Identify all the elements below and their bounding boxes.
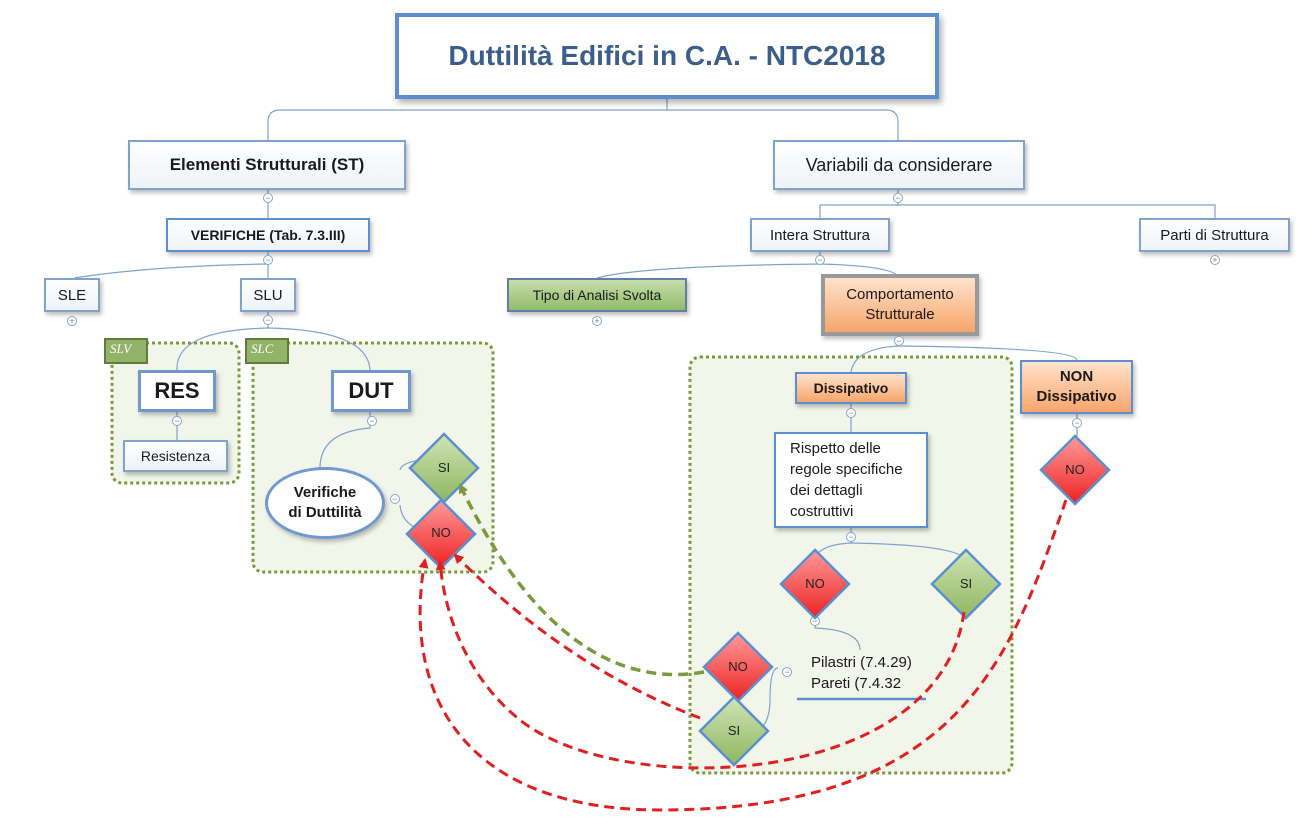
rispetto-line1: Rispetto delle [790,440,881,457]
verifiche-duttilita-line1: Verifiche [293,484,357,501]
pilastri-text: Pilastri (7.4.29) [811,654,912,671]
node-tipo-analisi: Tipo di Analisi Svolta [507,278,687,312]
expand-icon[interactable]: + [67,316,77,326]
collapse-icon[interactable]: − [367,416,377,426]
arrow-si-to-no [453,553,701,720]
diamond-no-left [405,498,477,570]
node-verifiche-duttilita: Verifiche di Duttilità [265,467,385,539]
diagram-title: Duttilità Edifici in C.A. - NTC2018 [395,13,939,99]
arrow-si-regole-to-no [435,560,966,770]
tag-slc: SLC [245,338,289,364]
diamond-no-nondissipativo [1039,434,1111,506]
comportamento-line2: Strutturale [865,306,935,323]
collapse-icon[interactable]: − [172,416,182,426]
diamond-si-pilastri [698,695,770,767]
node-comportamento-strutturale: Comportamento Strutturale [821,274,979,336]
rispetto-line2: regole specifiche [790,461,903,478]
collapse-icon[interactable]: − [263,315,273,325]
expand-icon[interactable]: + [1210,255,1220,265]
comportamento-line1: Comportamento [846,286,954,303]
pareti-text: Pareti (7.4.32 [811,675,902,692]
non-dissipativo-line2: Dissipativo [1036,388,1117,405]
diamond-si-left [408,432,480,504]
collapse-icon[interactable]: − [846,532,856,542]
collapse-icon[interactable]: − [263,193,273,203]
collapse-icon[interactable]: − [782,667,792,677]
node-slu: SLU [240,278,296,312]
node-rispetto-regole: Rispetto delle regole specifiche dei det… [774,432,928,528]
diamond-no-regole [779,548,851,620]
collapse-icon[interactable]: − [893,193,903,203]
node-elementi-strutturali: Elementi Strutturali (ST) [128,140,406,190]
node-dissipativo: Dissipativo [795,372,907,404]
node-resistenza: Resistenza [123,440,228,472]
node-variabili: Variabili da considerare [773,140,1025,190]
rispetto-line4: costruttivi [790,503,854,520]
collapse-icon[interactable]: − [263,255,273,265]
node-dut: DUT [331,370,411,412]
node-verifiche: VERIFICHE (Tab. 7.3.III) [166,218,370,252]
non-dissipativo-line1: NON [1059,368,1094,385]
node-non-dissipativo: NON Dissipativo [1020,360,1133,414]
diamond-si-regole [930,548,1002,620]
node-res: RES [138,370,216,412]
expand-icon[interactable]: + [592,316,602,326]
collapse-icon[interactable]: − [846,408,856,418]
node-intera-struttura: Intera Struttura [750,218,890,252]
collapse-icon[interactable]: − [390,494,400,504]
node-parti-struttura: Parti di Struttura [1139,218,1290,252]
arrow-no-to-si [458,483,705,677]
pilastri-pareti: Pilastri (7.4.29) Pareti (7.4.32 [811,652,912,694]
collapse-icon[interactable]: − [894,336,904,346]
tag-slv: SLV [104,338,148,364]
collapse-icon[interactable]: − [1072,418,1082,428]
diamond-no-pilastri [702,631,774,703]
collapse-icon[interactable]: − [815,255,825,265]
arrow-no-nondiss-to-no [418,499,1068,812]
verifiche-duttilita-line2: di Duttilità [288,504,362,521]
rispetto-line3: dei dettagli [790,482,863,499]
node-sle: SLE [44,278,100,312]
